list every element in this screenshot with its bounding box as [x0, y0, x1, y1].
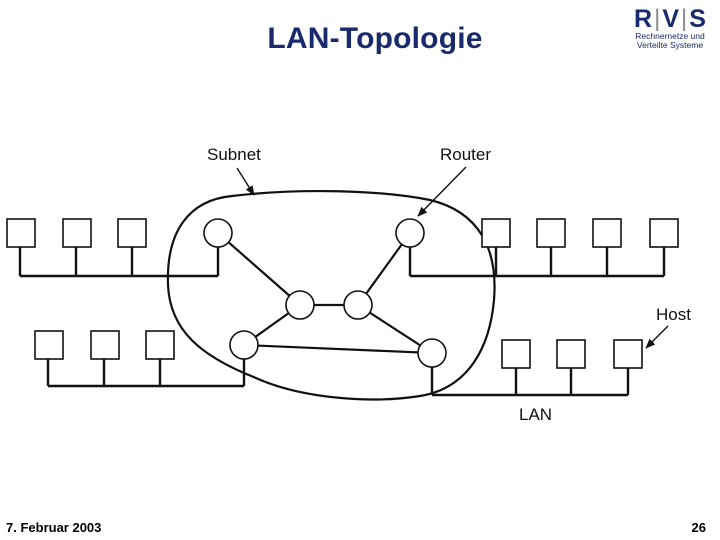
host — [501, 339, 531, 369]
lan-cabling — [18, 247, 666, 397]
host-label: Host — [656, 305, 691, 324]
host — [536, 218, 566, 248]
footer-date: 7. Februar 2003 — [6, 520, 102, 535]
subnet-boundary — [166, 189, 496, 401]
router-arrow — [417, 166, 467, 217]
hosts — [6, 218, 679, 369]
host — [6, 218, 36, 248]
host — [592, 218, 622, 248]
link-r2-r4 — [357, 232, 411, 306]
page-number: 26 — [691, 520, 706, 535]
host — [481, 218, 511, 248]
logo-letter-s: S — [689, 5, 706, 33]
router — [417, 338, 447, 368]
logo-separator: | — [654, 5, 661, 32]
host — [556, 339, 586, 369]
host — [649, 218, 679, 248]
host — [62, 218, 92, 248]
logo-subtitle-line1: Rechnernetze und — [635, 31, 705, 41]
host — [613, 339, 643, 369]
router — [343, 290, 373, 320]
logo-letter-v: V — [662, 5, 680, 33]
host — [117, 218, 147, 248]
link-r1-r3 — [217, 232, 301, 306]
host — [34, 330, 64, 360]
host — [90, 330, 120, 360]
routers — [203, 218, 447, 368]
router — [395, 218, 425, 248]
logo-letter-r: R — [634, 5, 653, 33]
page-title: LAN-Topologie — [267, 22, 483, 55]
rvs-logo: R | V | S Rechnernetze und Verteilte Sys… — [624, 6, 716, 54]
logo-letters: R | V | S — [624, 5, 716, 33]
logo-subtitle-line2: Verteilte Systeme — [636, 40, 704, 50]
host — [145, 330, 175, 360]
host-arrow — [645, 325, 669, 349]
link-r5-r6 — [243, 343, 433, 355]
subnet-label: Subnet — [207, 145, 261, 164]
router-label: Router — [440, 145, 491, 164]
router — [203, 218, 233, 248]
router — [229, 330, 259, 360]
lan-label: LAN — [519, 405, 552, 424]
logo-separator: | — [681, 5, 688, 32]
subnet-arrow — [236, 167, 255, 196]
callout-arrows — [236, 166, 669, 349]
router — [285, 290, 315, 320]
